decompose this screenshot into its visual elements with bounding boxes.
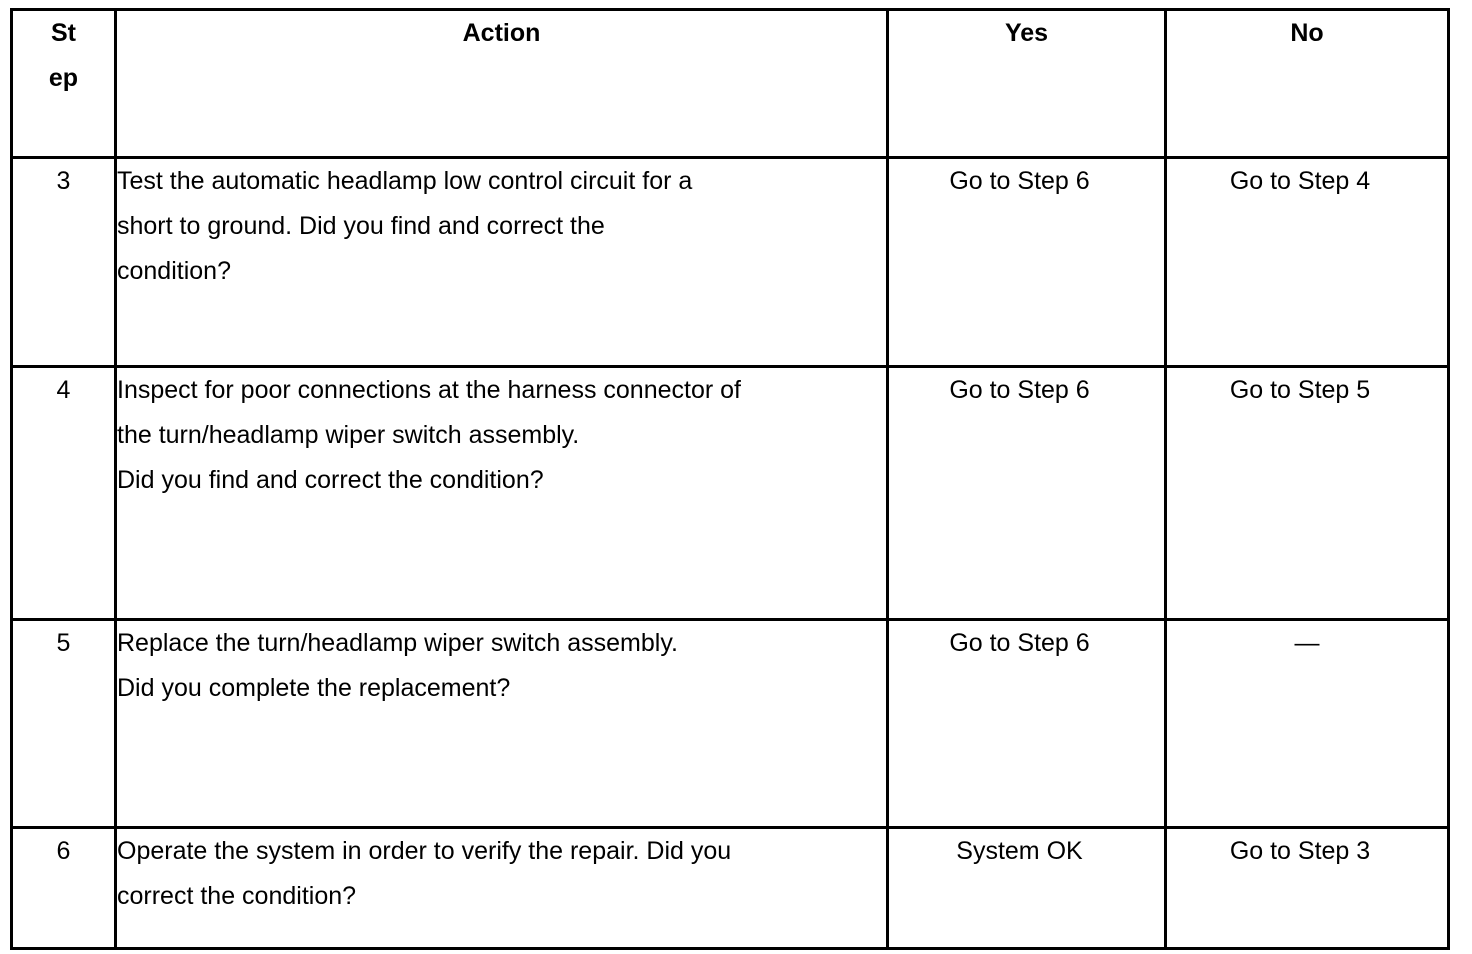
action-line: Replace the turn/headlamp wiper switch a…: [117, 629, 678, 657]
step-number: 6: [10, 826, 117, 950]
action-line: the turn/headlamp wiper switch assembly.: [117, 421, 580, 449]
action-cell: Inspect for poor connections at the harn…: [114, 365, 889, 621]
action-cell: Test the automatic headlamp low control …: [114, 156, 889, 368]
yes-column-header: Yes: [886, 8, 1167, 159]
yes-result: System OK: [956, 837, 1083, 865]
yes-cell: Go to Step 6: [886, 365, 1167, 621]
yes-result: Go to Step 6: [949, 629, 1090, 657]
step-header-line1: St: [51, 19, 76, 47]
step-column-header: St ep: [10, 8, 117, 159]
action-line: Inspect for poor connections at the harn…: [117, 376, 741, 404]
action-line: condition?: [117, 257, 231, 285]
step-number: 4: [10, 365, 117, 621]
no-result: Go to Step 3: [1229, 837, 1371, 865]
no-cell: —: [1164, 618, 1450, 829]
no-result-dash: —: [1294, 629, 1320, 657]
action-line: Did you find and correct the condition?: [117, 466, 544, 494]
action-line: correct the condition?: [117, 882, 357, 910]
yes-result: Go to Step 6: [949, 376, 1090, 404]
table-row: 5 Replace the turn/headlamp wiper switch…: [10, 618, 1450, 829]
action-column-header: Action: [114, 8, 889, 159]
action-cell: Operate the system in order to verify th…: [114, 826, 889, 950]
yes-cell: Go to Step 6: [886, 156, 1167, 368]
yes-result: Go to Step 6: [949, 167, 1090, 195]
no-column-header: No: [1164, 8, 1450, 159]
table-row: 3 Test the automatic headlamp low contro…: [10, 156, 1450, 368]
action-line: Test the automatic headlamp low control …: [117, 167, 693, 195]
step-number: 3: [10, 156, 117, 368]
no-result: Go to Step 4: [1229, 167, 1371, 195]
action-cell: Replace the turn/headlamp wiper switch a…: [114, 618, 889, 829]
step-number: 5: [10, 618, 117, 829]
action-line: Did you complete the replacement?: [117, 674, 511, 702]
diagnostic-table: St ep Action Yes No 3 Test the automatic…: [10, 8, 1450, 950]
yes-cell: System OK: [886, 826, 1167, 950]
action-line: short to ground. Did you find and correc…: [117, 212, 605, 240]
table-row: 4 Inspect for poor connections at the ha…: [10, 365, 1450, 621]
action-line: Operate the system in order to verify th…: [117, 837, 732, 865]
yes-cell: Go to Step 6: [886, 618, 1167, 829]
no-result: Go to Step 5: [1229, 376, 1371, 404]
header-row: St ep Action Yes No: [10, 8, 1450, 159]
table-row: 6 Operate the system in order to verify …: [10, 826, 1450, 950]
step-header-line2: ep: [48, 64, 79, 92]
no-cell: Go to Step 4: [1164, 156, 1450, 368]
no-cell: Go to Step 5: [1164, 365, 1450, 621]
no-cell: Go to Step 3: [1164, 826, 1450, 950]
